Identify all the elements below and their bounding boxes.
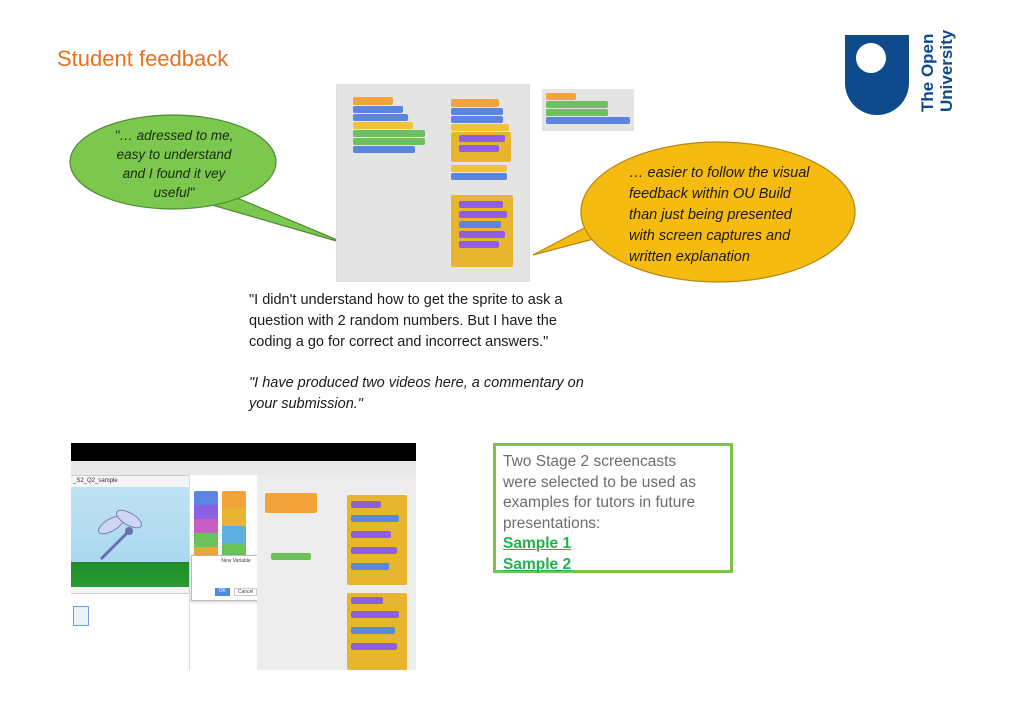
dragonfly-sprite: [98, 509, 142, 561]
bubble-line: … easier to follow the visual: [629, 165, 810, 181]
bubble-line: with screen captures and: [629, 228, 791, 244]
slide-title: Student feedback: [57, 46, 229, 71]
dialog-cancel-button[interactable]: Cancel: [233, 588, 258, 596]
bubble-line: useful": [153, 185, 195, 200]
bubble-line: "… adressed to me,: [114, 128, 234, 143]
green-bubble-shape: [69, 114, 348, 245]
script-area: [257, 475, 416, 670]
info-line: Two Stage 2 screencasts: [503, 453, 677, 470]
video-top-bar: [71, 443, 416, 461]
info-line: were selected to be used as: [503, 473, 697, 491]
tutor-quote: "I have produced two videos here, a comm…: [249, 373, 629, 415]
yellow-bubble-shape: [532, 141, 856, 283]
dialog-ok-button[interactable]: OK: [214, 588, 230, 596]
quote-line: "I didn't understand how to get the spri…: [249, 292, 563, 308]
bubble-line: feedback within OU Build: [629, 186, 791, 202]
quote-line: coding a go for correct and incorrect an…: [249, 334, 549, 350]
project-name: _S2_Q2_sample: [73, 478, 118, 484]
info-line: presentations:: [503, 514, 601, 532]
bubble-line: written explanation: [629, 249, 750, 265]
yellow-bubble-text: … easier to follow the visual feedback w…: [629, 163, 839, 268]
video-stage: [71, 487, 189, 587]
video-menu-bar: [71, 461, 416, 476]
code-blocks-screenshot: [336, 84, 530, 282]
code-blocks-screenshot-small: [542, 89, 634, 131]
sprite-pane: [71, 593, 189, 670]
sample-1-link[interactable]: Sample 1: [503, 535, 572, 552]
student-quote: "I didn't understand how to get the spri…: [249, 290, 629, 353]
quote-line: "I have produced two videos here, a comm…: [249, 375, 584, 391]
dialog-title: New Variable: [221, 558, 251, 564]
quote-line: question with 2 random numbers. But I ha…: [249, 313, 557, 329]
screencast-video[interactable]: _S2_Q2_sample New Variable OK Cancel: [71, 443, 416, 670]
open-university-logo: [845, 35, 909, 115]
screencast-info-box: Two Stage 2 screencasts were selected to…: [493, 443, 733, 573]
bubble-line: than just being presented: [629, 207, 792, 223]
info-line: examples for tutors in future: [503, 494, 696, 511]
quote-line: your submission.": [249, 396, 363, 412]
bubble-line: and I found it vey: [122, 166, 226, 181]
bubble-line: easy to understand: [116, 147, 232, 162]
sample-2-link[interactable]: Sample 2: [503, 555, 572, 573]
green-bubble-text: "… adressed to me, easy to understand an…: [94, 126, 254, 202]
